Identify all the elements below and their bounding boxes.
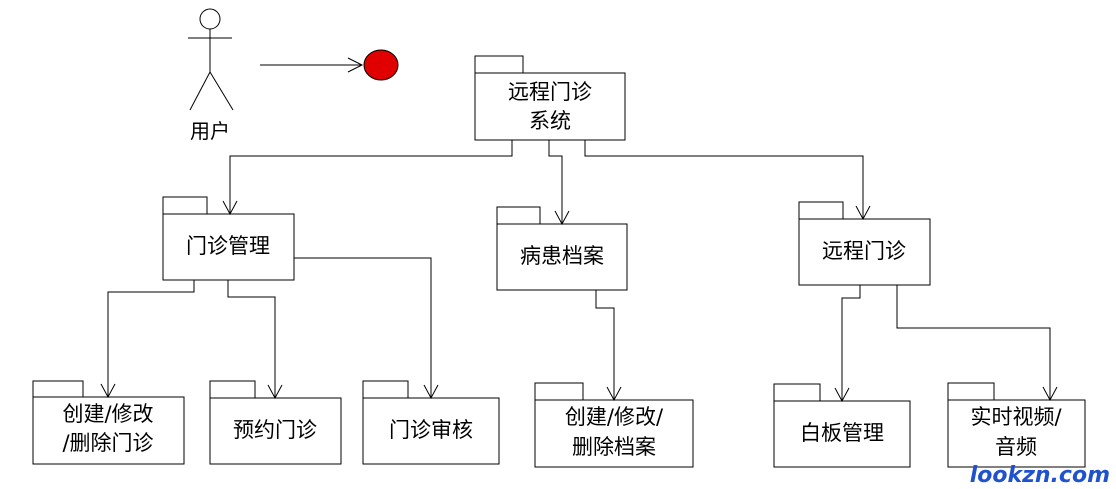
actor-arrow-head [347, 57, 364, 73]
arrow-head [222, 200, 238, 216]
package-review-clinic-label: 门诊审核 [389, 418, 473, 442]
connector-remote-clinic-whiteboard [834, 285, 861, 403]
package-clinic-management: 门诊管理 [162, 196, 295, 281]
arrow-head [267, 384, 283, 400]
package-patient-records-body [496, 223, 628, 291]
arrow-head [834, 387, 850, 403]
connector-remote-clinic-av [896, 285, 1058, 402]
arrow-head [1042, 386, 1058, 402]
watermark-text: lookzn.com [970, 463, 1110, 488]
package-whiteboard-label: 白板管理 [800, 421, 884, 445]
package-review-clinic-tab [362, 380, 409, 399]
package-realtime-av-label-1: 实时视频/ [970, 405, 1062, 429]
package-root-label-2: 系统 [529, 109, 571, 133]
package-remote-clinic: 远程门诊 [798, 201, 931, 286]
connector-clinic-management-review [294, 257, 439, 400]
arrow-head [100, 383, 116, 399]
connector-root-remote-clinic [584, 140, 871, 221]
package-realtime-av-tab [947, 382, 995, 401]
package-patient-records-label: 病患档案 [520, 244, 604, 268]
actor-arrow [260, 57, 364, 73]
arrow-head [855, 205, 871, 221]
package-whiteboard-tab [773, 383, 821, 402]
package-realtime-av-label-2: 音频 [995, 435, 1037, 459]
package-root-body [474, 72, 626, 141]
package-create-record-label-2: 删除档案 [572, 435, 656, 459]
connector-patient-records-create [595, 290, 622, 402]
arrow-head [423, 384, 439, 400]
package-clinic-management-label: 门诊管理 [186, 234, 270, 258]
arrow-head [554, 210, 570, 226]
connector-root-clinic-management [222, 140, 513, 216]
package-book-clinic-tab [209, 380, 256, 399]
actor-right-leg [209, 71, 234, 111]
package-create-clinic-label-1: 创建/修改 [62, 402, 153, 426]
package-patient-records-tab [496, 206, 541, 225]
user-actor: 用户 [188, 8, 234, 143]
package-create-clinic-label-2: /删除门诊 [62, 431, 153, 455]
package-review-clinic: 门诊审核 [362, 380, 500, 465]
package-remote-clinic-tab [798, 201, 844, 220]
package-whiteboard: 白板管理 [773, 383, 911, 468]
package-realtime-av-body [947, 399, 1086, 468]
package-create-record-tab [534, 382, 584, 401]
package-review-clinic-body [362, 397, 500, 465]
end-state-dot [363, 49, 399, 81]
package-book-clinic: 预约门诊 [209, 380, 342, 465]
actor-label: 用户 [190, 119, 230, 143]
connector-root-patient-records [548, 140, 570, 226]
package-whiteboard-body [773, 400, 911, 468]
package-book-clinic-label: 预约门诊 [233, 418, 317, 442]
package-clinic-management-tab [162, 196, 208, 215]
package-book-clinic-body [209, 397, 342, 465]
package-create-clinic: 创建/修改 /删除门诊 [32, 380, 185, 465]
connector-clinic-management-create [100, 280, 195, 399]
connector-clinic-management-book [227, 280, 283, 400]
arrow-head [606, 386, 622, 402]
package-create-clinic-tab [32, 380, 84, 398]
package-create-clinic-body [32, 396, 185, 465]
package-patient-records: 病患档案 [496, 206, 628, 291]
package-root-tab [474, 55, 524, 74]
package-realtime-av: 实时视频/ 音频 [947, 382, 1086, 468]
actor-head [199, 8, 221, 30]
actor-left-leg [189, 71, 211, 111]
package-create-record: 创建/修改/ 删除档案 [534, 382, 694, 468]
package-create-record-label-1: 创建/修改/ [565, 405, 664, 429]
package-root-label-1: 远程门诊 [508, 80, 592, 104]
package-remote-clinic-body [798, 218, 931, 286]
package-root: 远程门诊 系统 [474, 55, 626, 141]
package-remote-clinic-label: 远程门诊 [822, 239, 906, 263]
